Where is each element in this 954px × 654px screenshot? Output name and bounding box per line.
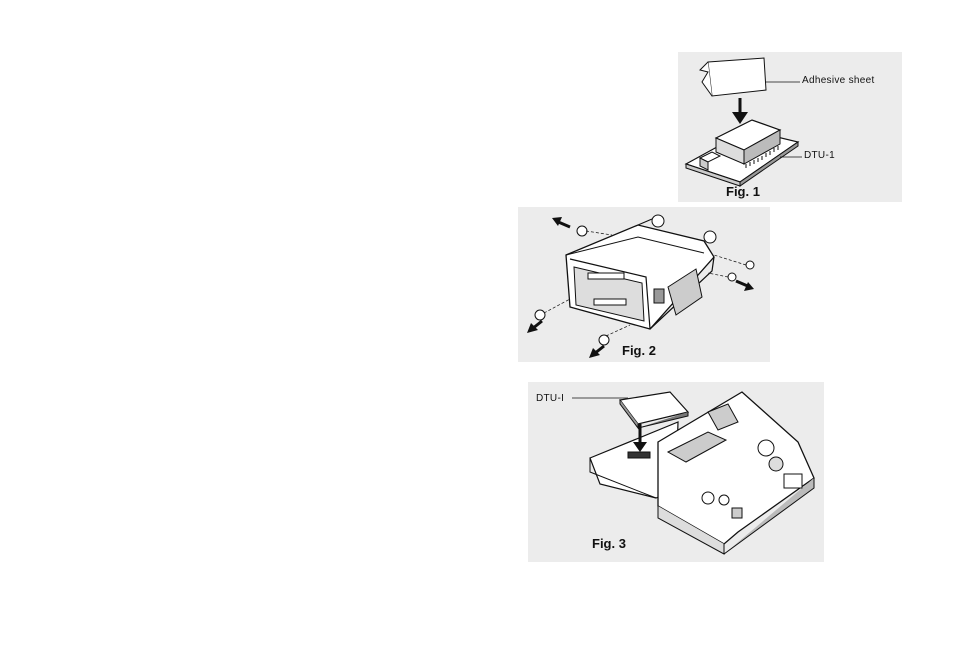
label-dtu-1: DTU-1: [804, 150, 835, 161]
caption-fig-1: Fig. 1: [726, 184, 760, 199]
figure-2: Fig. 2: [518, 207, 770, 362]
figure-1: Adhesive sheet DTU-1 Fig. 1: [678, 52, 902, 202]
figure-3: DTU-I Fig. 3: [528, 382, 824, 562]
figure-3-drawing: [528, 382, 824, 562]
figure-2-drawing: [518, 207, 770, 362]
caption-fig-3: Fig. 3: [592, 536, 626, 551]
caption-fig-2: Fig. 2: [622, 343, 656, 358]
label-adhesive-sheet: Adhesive sheet: [802, 75, 875, 86]
label-dtu-i: DTU-I: [536, 393, 564, 404]
